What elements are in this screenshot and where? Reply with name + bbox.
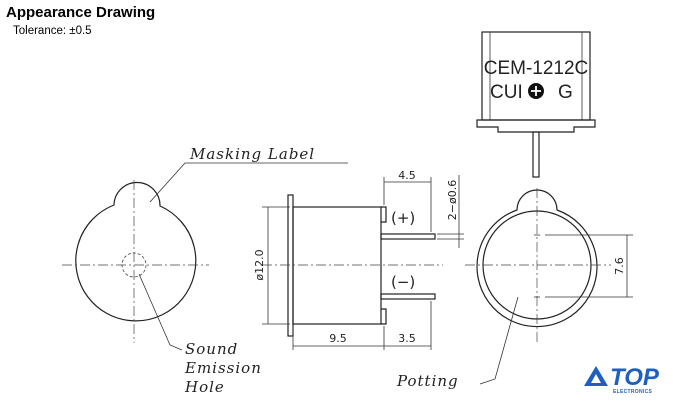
top-marking-view: CEM-1212C CUI G bbox=[476, 31, 596, 178]
positive-terminal-label: (+) bbox=[391, 209, 415, 227]
part-marking-right: G bbox=[558, 82, 573, 103]
logo-text: TOP bbox=[610, 364, 660, 391]
masking-label-leader bbox=[149, 162, 348, 203]
potting-label: Potting bbox=[396, 372, 459, 390]
front-view-outline bbox=[75, 181, 197, 322]
dim-body-depth: 9.5 bbox=[329, 332, 347, 345]
top-electronics-logo: TOP ELECTRONICS bbox=[584, 364, 660, 395]
tolerance-note: Tolerance: ±0.5 bbox=[13, 25, 92, 37]
side-flange bbox=[287, 194, 294, 337]
logo-subtext: ELECTRONICS bbox=[613, 389, 652, 395]
dim-pin-pitch-top: 4.5 bbox=[398, 169, 416, 182]
negative-terminal-label: (−) bbox=[391, 273, 415, 291]
bottom-view-outer bbox=[476, 189, 598, 328]
bottom-view: 7.6 Potting bbox=[396, 188, 633, 390]
side-view: (+) (−) 4.5 2−ø0.6 ø12.0 9.5 3.5 bbox=[253, 169, 464, 350]
page-title: Appearance Drawing bbox=[6, 4, 156, 21]
part-model-text: CEM-1212C bbox=[484, 58, 589, 79]
dim-pin-width: 2−ø0.6 bbox=[446, 180, 459, 220]
side-pin-positive bbox=[380, 233, 436, 240]
part-marking-left: CUI bbox=[490, 82, 523, 103]
sound-label-line3: Hole bbox=[184, 378, 225, 396]
sound-label-line2: Emission bbox=[184, 359, 262, 377]
front-view: Masking Label Sound Emission Hole bbox=[62, 145, 348, 396]
potting-leader bbox=[479, 296, 519, 385]
sound-label-line1: Sound bbox=[185, 340, 238, 358]
sound-hole-leader bbox=[138, 273, 183, 351]
marking-body-base bbox=[476, 119, 596, 133]
dim-pin-spacing: 7.6 bbox=[613, 257, 626, 275]
logo-mark-icon bbox=[584, 366, 608, 386]
side-lip bbox=[381, 206, 387, 325]
dim-diameter: ø12.0 bbox=[253, 249, 266, 280]
side-body bbox=[292, 206, 382, 325]
dim-pin-length: 3.5 bbox=[398, 332, 416, 345]
side-pin-negative bbox=[380, 293, 436, 300]
marking-pin bbox=[532, 131, 540, 178]
masking-label-text: Masking Label bbox=[189, 145, 315, 163]
